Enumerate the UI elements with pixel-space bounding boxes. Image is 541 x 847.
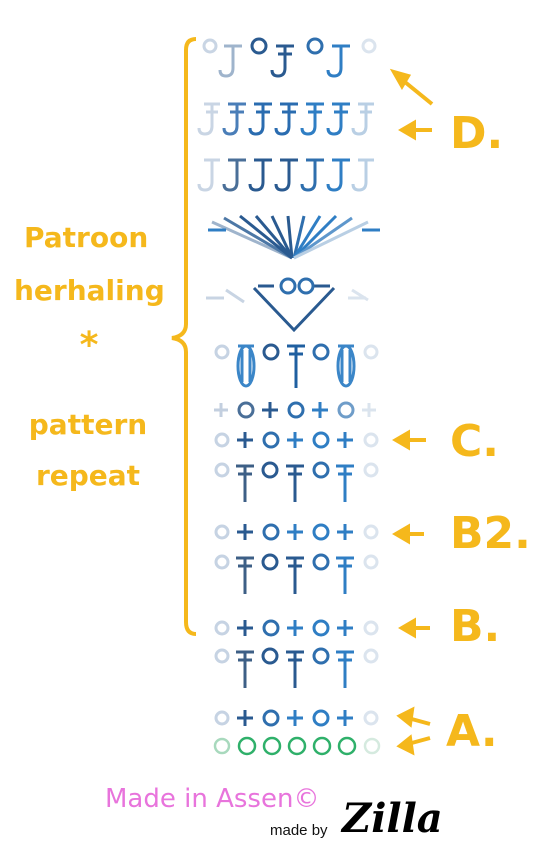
row-letter-b: B.: [450, 601, 501, 652]
row-hooks-2: [197, 102, 374, 136]
label-herhaling: herhaling: [14, 274, 165, 307]
row-d: [202, 37, 377, 78]
row-dc-3: [214, 461, 379, 502]
label-repeat: repeat: [35, 459, 141, 492]
row-letter-b2: B2.: [450, 508, 531, 559]
label-pattern: pattern: [28, 408, 148, 441]
row-c-upper-sc: [214, 401, 376, 419]
row-v-decrease: [206, 277, 369, 333]
repeat-bracket: [171, 37, 197, 636]
label-asterisk: *: [79, 325, 99, 366]
row-b2-sc: [214, 523, 379, 541]
arrows: [389, 68, 434, 756]
row-letter-d: D.: [450, 108, 504, 159]
label-patroon: Patroon: [24, 221, 149, 254]
row-a-chains: [213, 736, 381, 756]
row-cluster: [214, 343, 379, 388]
signature: Zilla: [342, 795, 443, 842]
made-by-credit: made by: [270, 822, 328, 839]
made-in-credit: Made in Assen©: [105, 784, 320, 814]
row-c-sc: [214, 431, 379, 449]
row-dc-2: [214, 553, 379, 594]
row-b-sc: [214, 619, 379, 637]
row-hooks-1: [197, 158, 374, 192]
row-a-sc: [214, 709, 379, 727]
row-dc-1: [214, 647, 379, 688]
row-letter-c: C.: [450, 416, 500, 467]
row-letter-a: A.: [446, 706, 498, 757]
row-fan: [208, 214, 380, 260]
